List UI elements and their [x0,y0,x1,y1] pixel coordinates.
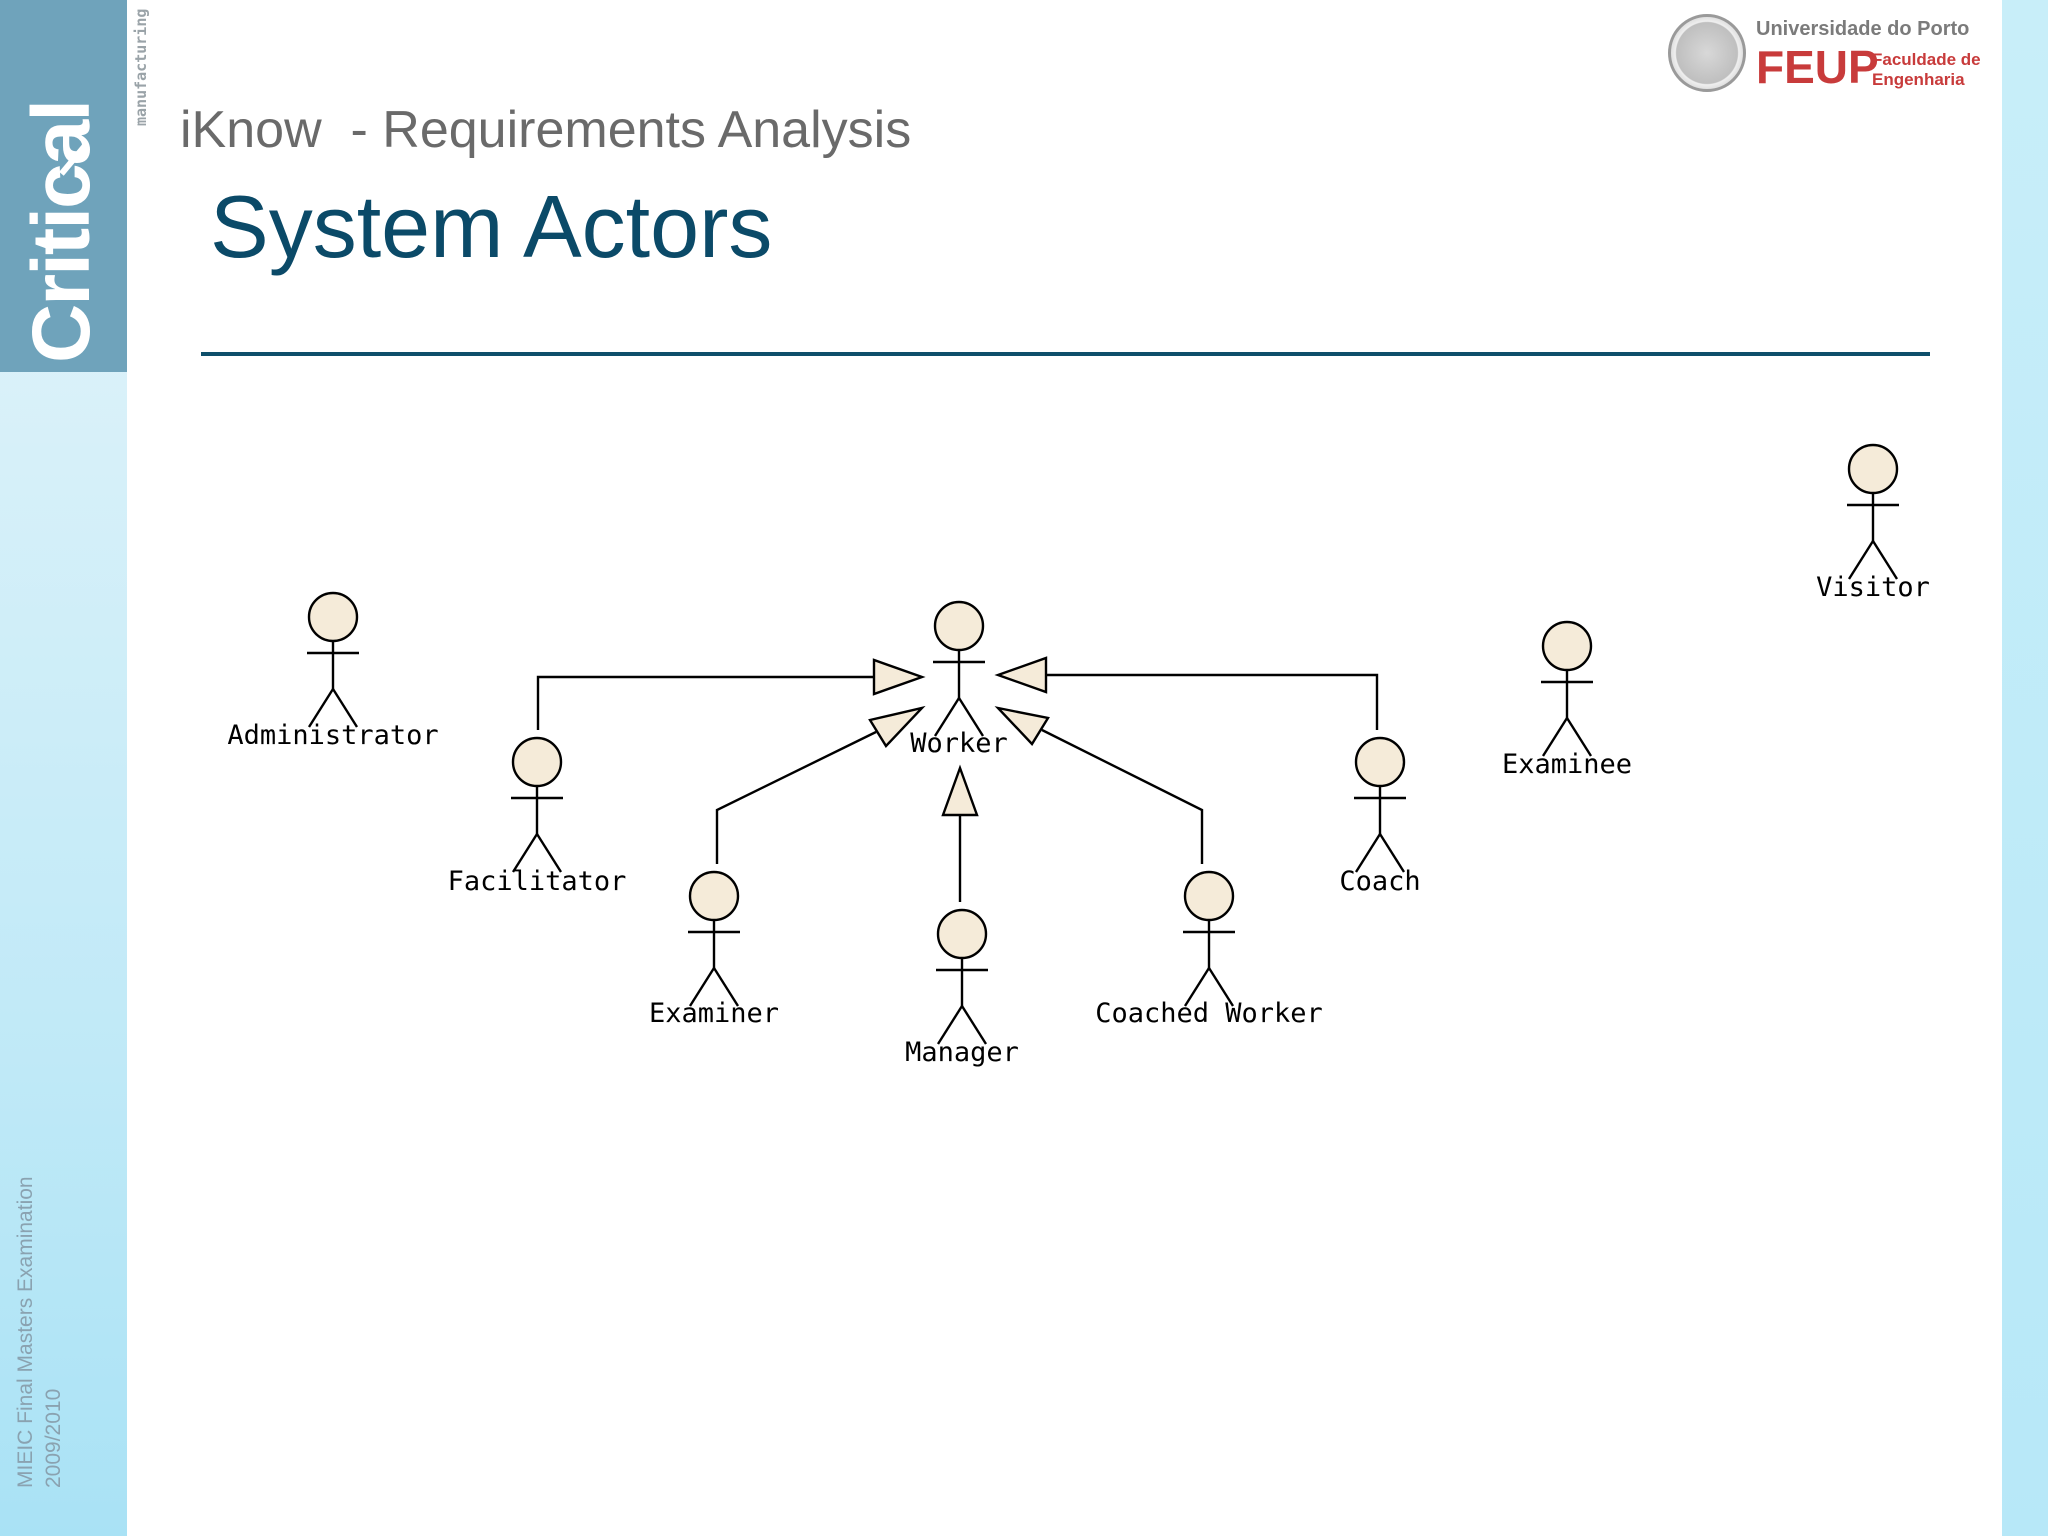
gen-coached-worker-arrowhead [994,706,1050,746]
actor-examiner: Examiner [649,870,779,1029]
actor-label: Worker [910,728,1008,759]
actor-head-icon [933,600,985,652]
actor-head-icon [688,870,740,922]
university-logo: Universidade do Porto FEUP Faculdade de … [1668,14,1983,96]
actor-label: Examiner [649,998,779,1029]
actor-right-leg [957,697,985,737]
gen-facilitator-arrowhead [872,658,926,696]
actor-left-leg [933,697,961,737]
actor-head-icon [1847,443,1899,495]
right-sidebar [2002,0,2048,1536]
title-divider [201,352,1930,356]
critical-manufacturing-logo: Critical [0,0,127,372]
gen-coach-line [1046,673,1379,730]
actor-examinee: Examinee [1502,620,1632,780]
actor-label: Examinee [1502,749,1632,780]
actor-left-leg [936,1005,964,1045]
actor-left-leg [1354,833,1382,873]
actor-visitor: Visitor [1816,443,1930,603]
actor-facilitator: Facilitator [448,736,627,897]
page-title: System Actors [210,177,773,276]
actor-left-leg [511,833,539,873]
actor-label: Manager [905,1037,1019,1068]
feup-acronym: FEUP [1756,41,1879,93]
gen-examiner-arrowhead [868,705,926,748]
university-name: Universidade do Porto [1756,18,1970,40]
actor-right-leg [331,688,359,728]
actor-label: Facilitator [448,866,627,897]
actor-head-icon [511,736,563,788]
actor-left-leg [1541,717,1569,757]
gen-coached-worker-line [1041,728,1204,864]
gen-manager-arrowhead [941,764,979,817]
actor-right-leg [1565,717,1593,757]
actor-right-leg [960,1005,988,1045]
actor-left-leg [1847,540,1875,580]
actor-manager: Manager [905,908,1019,1068]
faculty-name: Faculdade de Engenharia [1872,50,1981,90]
actor-label: Administrator [227,720,438,751]
actor-administrator: Administrator [227,591,439,751]
actor-right-leg [1378,833,1406,873]
actor-label: Visitor [1816,572,1930,603]
actor-right-leg [1207,967,1235,1007]
university-seal-icon [1668,14,1746,92]
actor-head-icon [936,908,988,960]
actor-label: Coach [1339,866,1420,897]
actor-head-icon [1183,870,1235,922]
actor-worker: Worker [910,600,1008,759]
actor-left-leg [307,688,335,728]
actor-coach: Coach [1339,736,1421,897]
actor-left-leg [688,967,716,1007]
actor-label: Coached Worker [1095,998,1323,1029]
actor-left-leg [1183,967,1211,1007]
left-sidebar: Critical manufacturing MIEIC Final Maste… [0,0,150,1536]
slide-subtitle: iKnow - Requirements Analysis [180,101,912,159]
actor-head-icon [1541,620,1593,672]
actor-head-icon [1354,736,1406,788]
faculty-line-2: Engenharia [1872,70,1965,89]
actor-head-icon [307,591,359,643]
actor-right-leg [1871,540,1899,580]
faculty-line-1: Faculdade de [1872,50,1981,69]
gen-coach-arrowhead [994,656,1048,694]
actor-right-leg [712,967,740,1007]
actor-right-leg [535,833,563,873]
actor-coached-worker: Coached Worker [1095,870,1323,1029]
gen-examiner-line [715,730,877,864]
gen-facilitator-line [536,675,874,730]
